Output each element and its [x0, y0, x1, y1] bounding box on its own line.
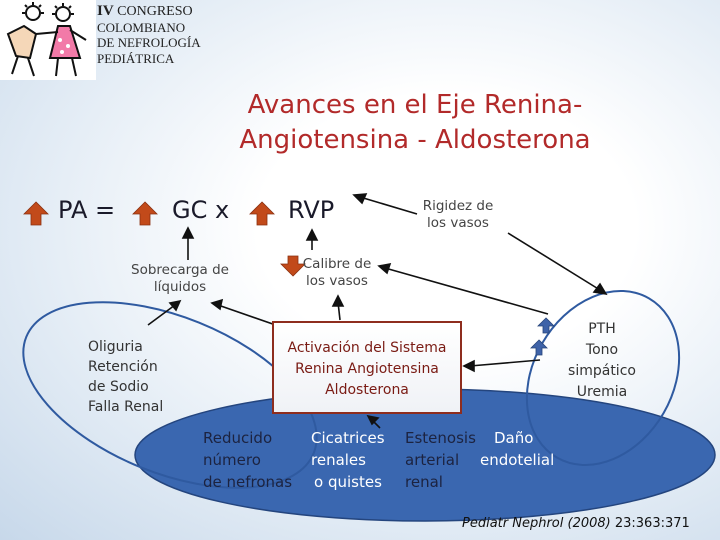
- pa-label: PA =: [58, 196, 116, 224]
- slide-title: Avances en el Eje Renina- Angiotensina -…: [150, 88, 680, 158]
- cicatrices-label: Cicatrices renales o quistes: [311, 427, 385, 493]
- raas-activation-box: Activación del Sistema Renina Angiotensi…: [272, 321, 462, 414]
- calibre-line2: los vasos: [306, 273, 368, 289]
- estenosis-line2: arterial: [405, 451, 460, 469]
- connector-pth-calibre: [384, 267, 549, 315]
- arrowhead: [210, 298, 224, 311]
- list-item: Falla Renal: [88, 399, 164, 415]
- list-item: Tono: [585, 342, 619, 358]
- reference-volume: 23:363:371: [614, 516, 690, 531]
- congress-line3: DE NEFROLOGÍA: [97, 35, 201, 50]
- activation-line3: Aldosterona: [325, 382, 409, 398]
- list-item: Oliguria: [88, 339, 143, 355]
- calibre-line1: Calibre de: [302, 256, 372, 272]
- cicatrices-line3: o quistes: [314, 473, 382, 491]
- list-item: PTH: [588, 321, 616, 337]
- estenosis-line1: Estenosis: [405, 429, 476, 447]
- dano-endotelial-label: Daño endotelial: [480, 427, 554, 471]
- sobrecarga-label: Sobrecarga de líquidos: [110, 262, 250, 296]
- arrowhead: [168, 299, 182, 312]
- connector-pth-activation: [469, 359, 541, 367]
- arrowhead: [377, 262, 392, 275]
- congress-name: IV CONGRESO COLOMBIANO DE NEFROLOGÍA PED…: [97, 3, 201, 66]
- congress-line2: COLOMBIANO: [97, 19, 186, 35]
- arrowhead: [352, 193, 368, 205]
- congress-line1: CONGRESO: [113, 4, 193, 19]
- gc-label: GC x: [172, 196, 230, 224]
- list-item: de Sodio: [88, 379, 149, 395]
- arrowhead: [181, 226, 195, 239]
- list-item: Uremia: [576, 384, 628, 400]
- cicatrices-line2: renales: [311, 451, 366, 469]
- dano-line1: Daño: [494, 429, 534, 447]
- congress-edition: IV: [97, 3, 114, 19]
- left-outline-ellipse: [22, 301, 318, 489]
- congress-logo: [0, 0, 96, 80]
- up-arrow-icon: [132, 201, 158, 226]
- reducido-line2: número: [203, 451, 261, 469]
- reference-citation: Pediatr Nephrol (2008) 23:363:371: [462, 516, 690, 531]
- title-line2: Angiotensina - Aldosterona: [239, 125, 591, 155]
- up-arrow-icon: [249, 201, 275, 226]
- arrowhead: [462, 359, 475, 373]
- connector-rigidez-pth: [507, 232, 601, 291]
- renal-effects-list: Oliguria Retención de Sodio Falla Renal: [88, 337, 163, 417]
- reference-journal: Pediatr Nephrol (2008): [462, 516, 615, 531]
- activation-line1: Activación del Sistema: [287, 340, 447, 356]
- connector-rigidez-rvp: [359, 196, 418, 215]
- sobrecarga-line2: líquidos: [153, 279, 207, 295]
- rigidez-line2: los vasos: [427, 215, 489, 231]
- sobrecarga-line1: Sobrecarga de: [131, 262, 229, 278]
- title-line1: Avances en el Eje Renina-: [247, 90, 583, 120]
- arrowhead: [305, 228, 319, 241]
- estenosis-line3: renal: [405, 473, 443, 491]
- congress-line4: PEDIÁTRICA: [97, 50, 175, 66]
- reducido-nefronas-label: Reducido número de nefronas: [203, 427, 292, 493]
- dano-line2: endotelial: [480, 451, 555, 469]
- calibre-label: Calibre de los vasos: [298, 256, 376, 290]
- up-arrow-icon: [23, 201, 49, 226]
- arrowhead: [592, 282, 608, 296]
- reducido-line1: Reducido: [203, 429, 273, 447]
- up-arrow-icon: [530, 339, 548, 356]
- systemic-factors-list: PTH Tono simpático Uremia: [537, 319, 667, 403]
- up-arrow-icon: [537, 317, 555, 334]
- rigidez-label: Rigidez de los vasos: [412, 198, 504, 232]
- list-item: simpático: [568, 363, 636, 379]
- cicatrices-line1: Cicatrices: [311, 429, 385, 447]
- activation-line2: Renina Angiotensina: [295, 361, 439, 377]
- arrowhead: [366, 414, 380, 426]
- list-item: Retención: [88, 359, 158, 375]
- rvp-label: RVP: [288, 196, 335, 224]
- down-arrow-icon: [280, 255, 306, 277]
- arrowhead: [331, 294, 345, 307]
- reducido-line3: de nefronas: [203, 473, 293, 491]
- rigidez-line1: Rigidez de: [422, 198, 494, 214]
- connector-oliguria-sobrecarga: [147, 304, 176, 326]
- estenosis-label: Estenosis arterial renal: [405, 427, 476, 493]
